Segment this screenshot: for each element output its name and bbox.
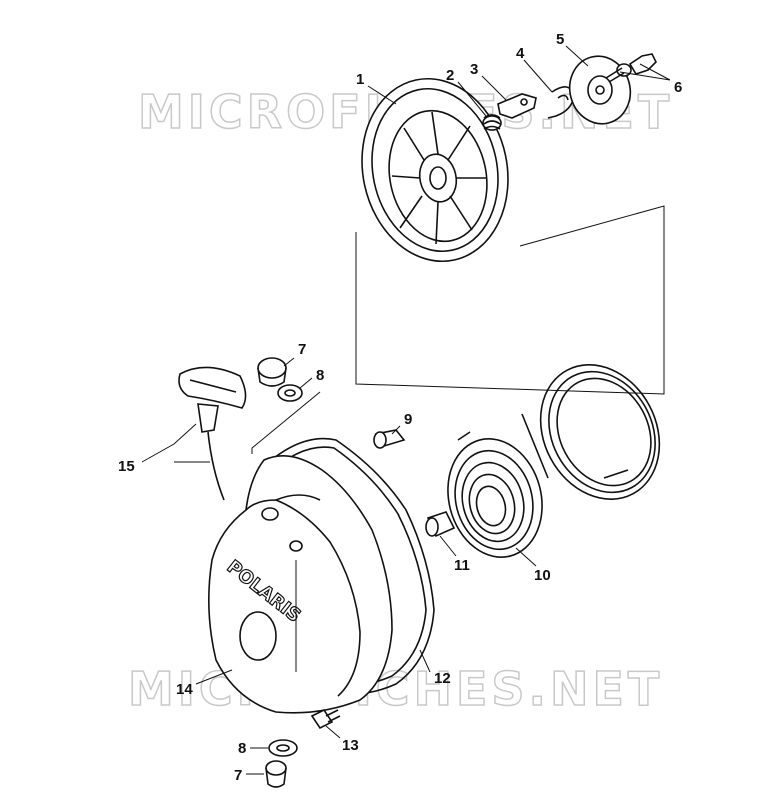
plug-part-7-bottom [265, 760, 287, 788]
callout-9: 9 [404, 411, 412, 428]
callout-7-bottom: 7 [234, 767, 242, 784]
housing-part-14: POLARIS [208, 454, 393, 714]
recoil-spring-part-10 [447, 431, 543, 558]
callout-2: 2 [446, 67, 454, 84]
assembly-lines [251, 205, 665, 672]
handle-part-15 [178, 366, 247, 501]
callout-13: 13 [342, 737, 359, 754]
callout-8-top: 8 [316, 367, 324, 384]
watermark-bottom: MICROFICHES.NET [128, 662, 663, 716]
spring-part-2 [482, 114, 502, 131]
callout-8-bottom: 8 [238, 740, 246, 757]
pulley-part-1 [361, 77, 509, 263]
bushing-part-9 [373, 429, 406, 449]
callout-1: 1 [356, 71, 364, 88]
callout-6: 6 [674, 79, 682, 96]
callout-3: 3 [470, 61, 478, 78]
bolt-part-13 [310, 708, 341, 730]
callout-12: 12 [434, 670, 451, 687]
rope-coil [521, 364, 661, 500]
callout-15: 15 [118, 458, 135, 475]
callout-4: 4 [516, 45, 525, 62]
callout-5: 5 [556, 31, 564, 48]
sleeve-part-11 [425, 511, 456, 538]
leader-lines [141, 45, 671, 775]
plug-part-7-top [257, 357, 287, 387]
washer-part-8-bottom [268, 739, 298, 757]
callout-11: 11 [454, 557, 470, 574]
pawl-part-3 [497, 93, 537, 119]
callout-7-top: 7 [298, 341, 306, 358]
callout-10: 10 [534, 567, 551, 584]
washer-part-8-top [277, 384, 303, 402]
callout-labels: 1 2 3 4 5 6 7 8 9 10 11 12 13 14 15 8 7 [118, 31, 682, 784]
callout-14: 14 [176, 681, 193, 698]
gasket-part-12 [259, 437, 435, 695]
